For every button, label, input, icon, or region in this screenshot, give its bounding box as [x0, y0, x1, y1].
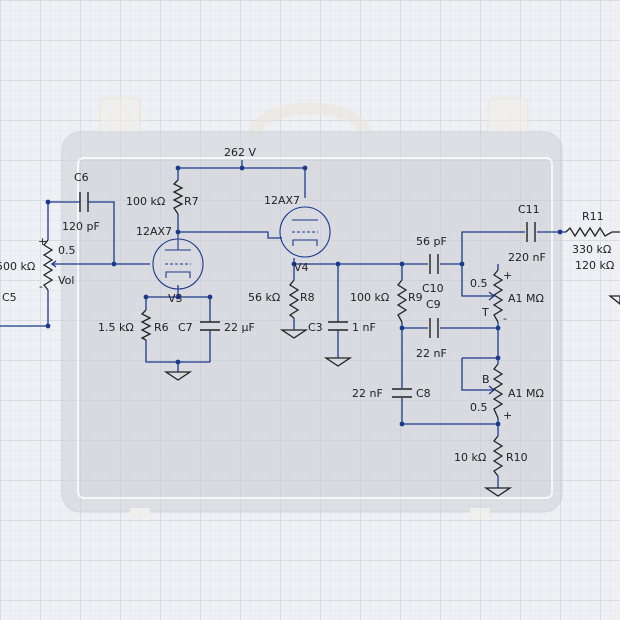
c7-value-label: 22 µF — [224, 321, 255, 334]
resistor-r11 — [565, 226, 620, 238]
c7-ref-label: C7 — [178, 321, 193, 334]
capacitor-c8 — [392, 388, 412, 398]
treble-minus-marker: - — [503, 312, 507, 325]
c8-ref-label: C8 — [416, 387, 431, 400]
junction-dots — [45, 165, 563, 427]
vol-plus-marker: + — [38, 235, 47, 248]
r8-value-label: 56 kΩ — [248, 291, 280, 304]
bass-position-label: 0.5 — [470, 401, 488, 414]
r6-value-label: 1.5 kΩ — [98, 321, 134, 334]
treble-ref-label: T — [481, 306, 489, 319]
treble-plus-marker: + — [503, 269, 512, 282]
ground-symbol — [163, 371, 193, 381]
capacitor-c6 — [76, 192, 92, 212]
r9-ref-label: R9 — [408, 291, 423, 304]
bass-plus-marker: + — [503, 409, 512, 422]
ground-symbol — [483, 487, 513, 497]
resistor-r6 — [140, 309, 152, 341]
tube-v3 — [152, 232, 204, 290]
r6-ref-label: R6 — [154, 321, 169, 334]
r11-value-label: 330 kΩ — [572, 243, 611, 256]
ground-symbol — [323, 357, 353, 367]
vol-minus-marker: - — [39, 280, 43, 293]
r10-ref-label: R10 — [506, 451, 528, 464]
c3-ref-label: C3 — [308, 321, 323, 334]
bass-ref-label: B — [482, 373, 490, 386]
tube-v4 — [279, 206, 331, 258]
c9-ref-label: C9 — [426, 298, 441, 311]
resistor-r8 — [288, 279, 300, 319]
c10-value-label: 56 pF — [416, 235, 447, 248]
c11-value-label: 220 nF — [508, 251, 546, 264]
tube-v4-type-label: 12AX7 — [264, 194, 300, 207]
c5-ref-label: C5 — [2, 291, 17, 304]
ground-symbol — [279, 329, 309, 339]
r9-value-label: 100 kΩ — [350, 291, 389, 304]
resistor-r7 — [172, 179, 184, 215]
r11-ref-label: R11 — [582, 210, 604, 223]
r8-ref-label: R8 — [300, 291, 315, 304]
treble-position-label: 0.5 — [470, 277, 488, 290]
capacitor-c10 — [429, 254, 439, 274]
amp-cabinet-background — [61, 97, 563, 518]
tube-v3-ref-label: V3 — [168, 292, 183, 305]
bass-value-label: A1 MΩ — [508, 387, 544, 400]
vol-position-label: 0.5 — [58, 244, 76, 257]
pot-bass — [476, 358, 504, 419]
tube-v4-ref-label: V4 — [294, 261, 309, 274]
resistor-r10 — [492, 435, 504, 477]
c3-value-label: 1 nF — [352, 321, 376, 334]
resistor-r9 — [396, 279, 408, 323]
vol-value-label: 500 kΩ — [0, 260, 35, 273]
r7-value-label: 100 kΩ — [126, 195, 165, 208]
capacitor-c3 — [328, 321, 348, 332]
r11-value2-label: 120 kΩ — [575, 259, 614, 272]
tube-v3-type-label: 12AX7 — [136, 225, 172, 238]
vol-ref-label: Vol — [58, 274, 74, 287]
c8-value-label: 22 nF — [352, 387, 383, 400]
r10-value-label: 10 kΩ — [454, 451, 486, 464]
r7-ref-label: R7 — [184, 195, 199, 208]
c6-value-label: 120 pF — [62, 220, 100, 233]
capacitor-c7 — [200, 321, 220, 332]
pot-vol — [42, 239, 58, 291]
capacitor-c11 — [526, 222, 536, 242]
capacitor-c9 — [429, 318, 439, 338]
c6-ref-label: C6 — [74, 171, 89, 184]
ground-symbol — [608, 295, 620, 305]
c10-ref-label: C10 — [422, 282, 444, 295]
c9-value-label: 22 nF — [416, 347, 447, 360]
treble-value-label: A1 MΩ — [508, 292, 544, 305]
pot-treble — [476, 269, 504, 323]
c11-ref-label: C11 — [518, 203, 540, 216]
supply-voltage-label: 262 V — [224, 146, 256, 159]
